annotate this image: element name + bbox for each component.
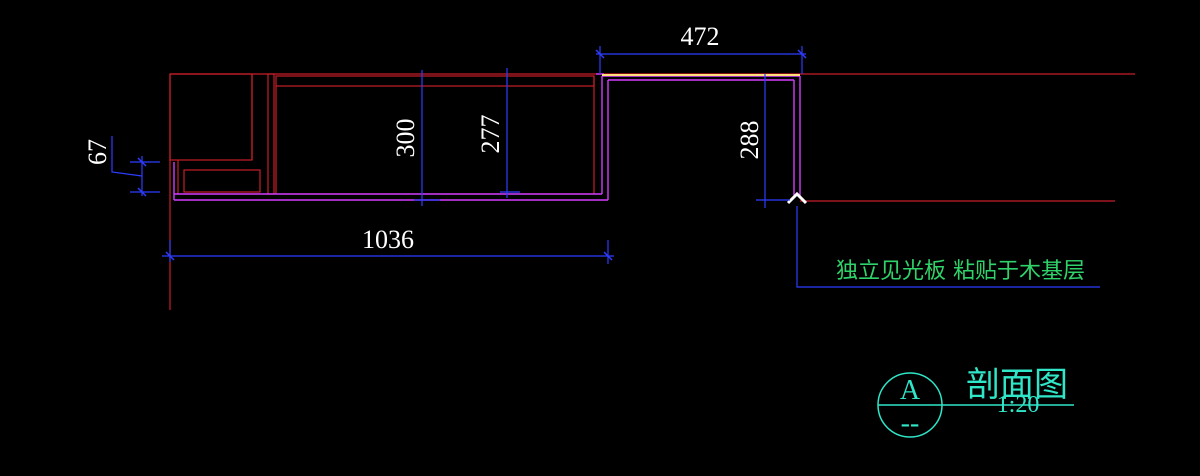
dim-277-text: 277 — [476, 115, 505, 154]
tick-67-bottom — [137, 187, 147, 197]
dim-300-text: 300 — [391, 119, 420, 158]
top-rail — [275, 75, 595, 87]
dim-288-text: 288 — [735, 121, 764, 160]
tick-472-left — [595, 49, 605, 59]
upper-left-block — [169, 73, 253, 161]
dim-472-text: 472 — [681, 22, 720, 51]
drawing-title: 剖面图 — [966, 365, 1068, 405]
title-block: A -- 1:20 剖面图 — [877, 365, 1074, 439]
tick-67-top — [137, 157, 147, 167]
dim-1036-text: 1036 — [362, 225, 414, 254]
bubble-sub: -- — [901, 408, 920, 439]
chevron-marker-icon — [786, 191, 808, 205]
tick-1036-right — [603, 251, 613, 261]
lower-slot — [183, 169, 261, 193]
left-post — [267, 73, 275, 195]
dimension-ticks — [137, 49, 807, 261]
dim-67-text: 67 — [83, 139, 112, 165]
tick-1036-left — [165, 251, 175, 261]
tick-472-right — [797, 49, 807, 59]
bubble-letter: A — [900, 375, 921, 406]
dimension-lines — [111, 46, 1100, 288]
dim-67-leader — [111, 136, 143, 177]
drawing-scale: 1:20 — [997, 392, 1040, 418]
note-leader — [796, 206, 1100, 288]
panel-note: 独立见光板 粘贴于木基层 — [836, 259, 1085, 284]
